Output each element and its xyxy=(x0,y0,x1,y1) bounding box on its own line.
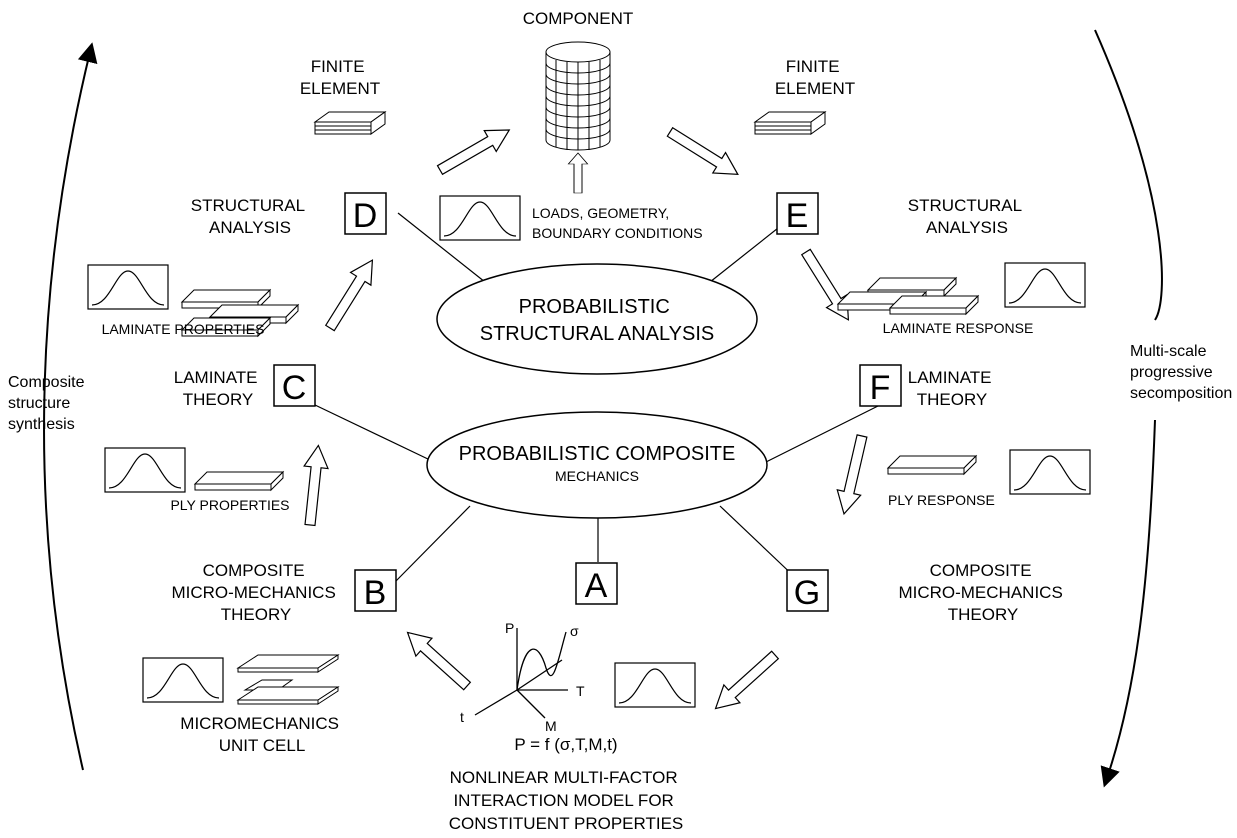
svg-text:B: B xyxy=(364,574,387,612)
structural-analysis-left-label: STRUCTURAL ANALYSIS xyxy=(191,196,309,237)
formula-label: P = f (σ,T,M,t) xyxy=(514,735,617,754)
component-to-e-arrow xyxy=(663,121,745,186)
e-to-f-arrow xyxy=(795,245,860,327)
a-to-b-arrow xyxy=(398,622,476,696)
component-cylinder-icon xyxy=(545,41,611,151)
box-f: F xyxy=(859,364,902,407)
finite-element-right-icon xyxy=(754,111,826,135)
axis-t-upper-label: T xyxy=(576,683,585,699)
c-to-d-arrow xyxy=(319,253,384,335)
d-to-component-arrow xyxy=(433,119,516,181)
laminate-properties-distribution-icon xyxy=(87,264,169,310)
box-c: C xyxy=(273,364,316,407)
laminate-theory-right-label: LAMINATE THEORY xyxy=(908,368,997,409)
loads-label: LOADS, GEOMETRY, BOUNDARY CONDITIONS xyxy=(532,205,703,241)
svg-text:F: F xyxy=(870,369,891,407)
left-synthesis-arrow xyxy=(43,42,98,771)
unit-cell-icon xyxy=(236,654,340,705)
g-to-output-arrow xyxy=(706,645,784,719)
loads-up-arrow xyxy=(567,152,589,194)
composite-oval-subtitle: MECHANICS xyxy=(555,468,639,484)
right-side-label: Multi-scale progressive secomposition xyxy=(1130,343,1232,402)
laminate-response-label: LAMINATE RESPONSE xyxy=(883,320,1034,336)
ply-properties-distribution-icon xyxy=(104,447,186,493)
svg-text:A: A xyxy=(585,567,608,605)
component-label: COMPONENT xyxy=(523,9,634,28)
unit-cell-distribution-icon xyxy=(142,657,224,703)
laminate-response-distribution-icon xyxy=(1004,262,1086,308)
ply-response-label: PLY RESPONSE xyxy=(888,492,995,508)
laminate-theory-left-label: LAMINATE THEORY xyxy=(174,368,263,409)
svg-text:C: C xyxy=(282,369,307,407)
micro-theory-right-label: COMPOSITE MICRO-MECHANICS THEORY xyxy=(898,561,1067,624)
right-decomposition-arrow xyxy=(1094,29,1163,321)
structural-oval-label: PROBABILISTIC STRUCTURAL ANALYSIS xyxy=(480,296,715,345)
f-to-g-arrow xyxy=(831,432,875,518)
laminate-properties-label: LAMINATE PROPERTIES xyxy=(102,321,265,337)
left-side-label: Composite structure synthesis xyxy=(8,374,89,433)
svg-text:E: E xyxy=(786,197,809,235)
finite-element-left-label: FINITE ELEMENT xyxy=(300,57,380,98)
laminate-stack-right-icon xyxy=(837,277,979,315)
axis-t-lower-label: t xyxy=(460,709,464,725)
svg-text:D: D xyxy=(353,197,378,235)
svg-text:G: G xyxy=(794,574,820,612)
box-d: D xyxy=(344,192,387,235)
box-e: E xyxy=(776,192,819,235)
box-a: A xyxy=(575,562,618,605)
finite-element-left-icon xyxy=(314,111,386,135)
axis-p-label: P xyxy=(505,620,514,636)
ply-left-icon xyxy=(194,471,284,491)
ply-response-distribution-icon xyxy=(1009,449,1091,495)
right-decomposition-arrow-lower xyxy=(1100,419,1156,788)
micro-theory-left-label: COMPOSITE MICRO-MECHANICS THEORY xyxy=(171,561,340,624)
axis-sigma-label: σ xyxy=(570,623,579,639)
box-b: B xyxy=(354,569,397,612)
structural-analysis-right-label: STRUCTURAL ANALYSIS xyxy=(908,196,1026,237)
finite-element-right-label: FINITE ELEMENT xyxy=(775,57,855,98)
axis-m-label: M xyxy=(545,718,557,734)
box-g: G xyxy=(786,569,829,612)
composite-oval-title: PROBABILISTIC COMPOSITE xyxy=(459,443,736,465)
loads-distribution-icon xyxy=(439,195,521,241)
ply-properties-label: PLY PROPERTIES xyxy=(170,497,289,513)
output-distribution-icon xyxy=(614,662,696,708)
unit-cell-label: MICROMECHANICS UNIT CELL xyxy=(180,714,343,755)
ply-right-icon xyxy=(887,455,977,475)
multi-factor-axes xyxy=(474,628,568,719)
probabilistic-composite-mechanics-oval xyxy=(426,411,768,519)
b-to-c-arrow xyxy=(297,443,331,527)
bottom-caption: NONLINEAR MULTI-FACTOR INTERACTION MODEL… xyxy=(449,768,684,833)
probabilistic-structural-analysis-oval xyxy=(436,263,758,375)
